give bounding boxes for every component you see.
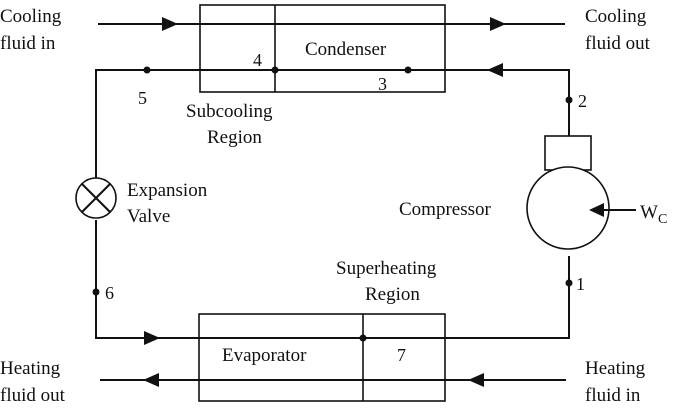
state-label-3: 3	[378, 74, 387, 94]
evaporator-label: Evaporator	[222, 345, 307, 366]
compressor-icon	[526, 166, 610, 250]
state-point-7	[359, 334, 367, 342]
subcooling-label-line2: Region	[207, 127, 262, 148]
state-label-7: 7	[397, 345, 406, 365]
state-point-4	[271, 66, 279, 74]
state-label-4: 4	[253, 50, 262, 70]
heating-fluid-in-label-line2: fluid in	[585, 385, 641, 406]
state-point-5	[143, 66, 151, 74]
state-point-6	[92, 288, 100, 296]
expansion-valve-label-line2: Valve	[127, 206, 170, 227]
refrigerant-evaporator-arrow	[144, 331, 160, 345]
cooling-fluid-out-label-line2: fluid out	[585, 33, 651, 54]
condenser-label: Condenser	[305, 39, 387, 60]
expansion-valve-cross-b	[81, 183, 111, 213]
heating-fluid-out-arrow	[143, 373, 159, 387]
subcooling-label-line1: Subcooling	[186, 101, 273, 122]
expansion-valve-label-line1: Expansion	[127, 180, 208, 201]
state-point-1	[565, 279, 573, 287]
work-symbol: W	[640, 202, 658, 223]
condenser-box	[199, 4, 446, 93]
heating-fluid-in-arrow	[468, 373, 484, 387]
evaporator-box	[198, 313, 446, 402]
superheating-label-line1: Superheating	[336, 258, 437, 279]
cooling-fluid-out-label-line1: Cooling	[585, 6, 647, 27]
work-input-arrow	[589, 203, 604, 217]
heating-fluid-in-label-line1: Heating	[585, 358, 646, 379]
cooling-fluid-in-arrow	[162, 17, 178, 31]
state-point-2	[565, 96, 573, 104]
work-label: WC	[640, 202, 667, 227]
state-label-5: 5	[138, 88, 147, 108]
heating-fluid-out-label-line1: Heating	[0, 358, 61, 379]
refrigerant-return-arrow	[487, 63, 503, 77]
state-point-3	[404, 66, 412, 74]
state-label-2: 2	[578, 91, 587, 111]
cooling-fluid-in-label-line2: fluid in	[0, 33, 56, 54]
superheating-label-line2: Region	[365, 284, 420, 305]
cooling-fluid-in-label-line1: Cooling	[0, 6, 62, 27]
compressor-label: Compressor	[399, 199, 492, 220]
cooling-fluid-out-arrow	[490, 17, 506, 31]
state-label-6: 6	[105, 283, 114, 303]
state-label-1: 1	[576, 274, 585, 294]
work-subscript: C	[658, 212, 667, 227]
compressor-head	[544, 135, 592, 171]
heating-fluid-out-label-line2: fluid out	[0, 385, 66, 406]
